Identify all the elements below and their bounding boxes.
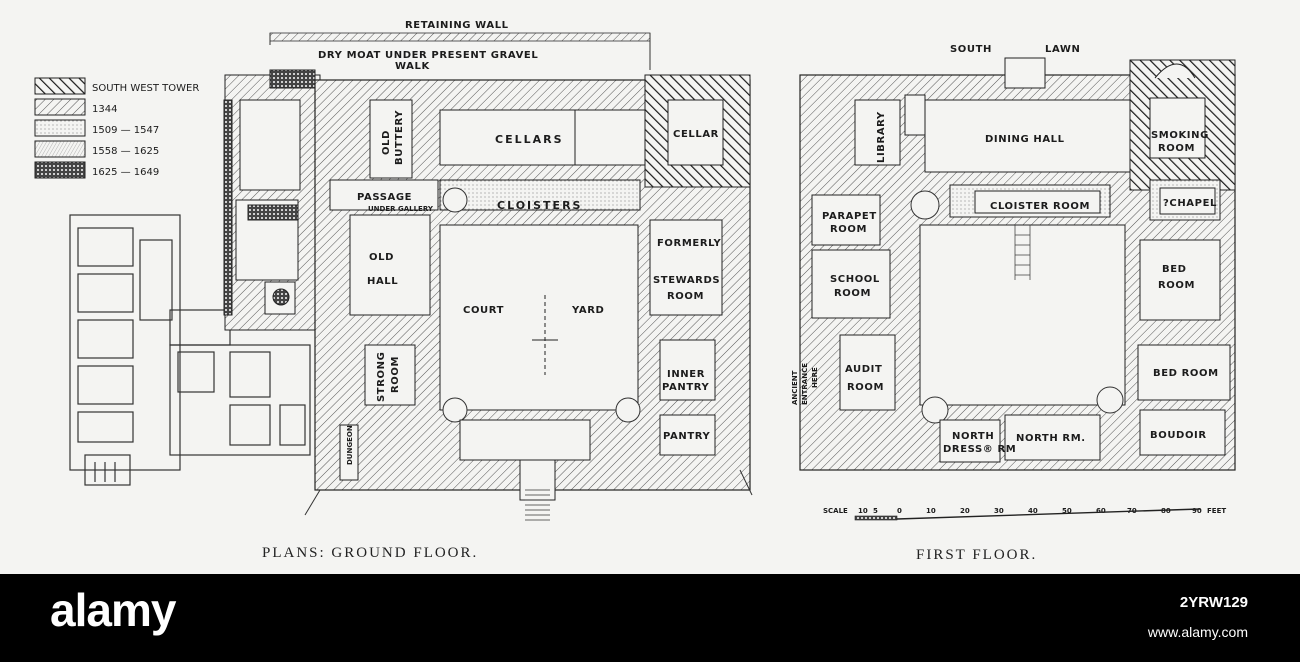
scale-tick-10: 10 [926,507,936,515]
room-label-audit-2: ROOM [847,382,884,393]
room-label-formerly-3: ROOM [667,291,704,302]
room-label-bed-2: ROOM [1158,280,1195,291]
room-label-smoking-2: ROOM [1158,143,1195,154]
scale-tick-40: 40 [1028,507,1038,515]
room-label-inner-pantry-1: INNER [667,369,705,380]
room-label-school-1: SCHOOL [830,274,880,285]
scale-unit: FEET [1207,507,1226,515]
room-label-ancient-1: ANCIENT [791,370,799,405]
watermark-banner [0,574,1300,662]
first-floor-court [919,224,1126,406]
room-label-passage-2: UNDER GALLERY [368,205,434,213]
room-label-dungeon: DUNGEON [346,425,354,465]
room-label-north-dress-1: NORTH [952,431,994,442]
room-label-cellars: CELLARS [495,133,564,146]
scale-tick-0: 0 [897,507,902,515]
room-label-cloisters: CLOISTERS [497,199,582,212]
court-yard [439,224,639,411]
floor-plan-drawing: SOUTH WEST TOWER 1344 1509 — 1547 1558 —… [34,20,1236,563]
room-label-formerly-2: STEWARDS [653,275,720,286]
first-floor-plan: SOUTH LAWN [791,44,1236,563]
scale-tick-5: 5 [873,507,878,515]
room-label-smoking-1: SMOKING [1151,130,1209,141]
scale-tick-30: 30 [994,507,1004,515]
ground-floor-plan: RETAINING WALL DRY MOAT UNDER PRESENT GR… [69,20,753,561]
room-label-bed-1: BED [1162,264,1187,275]
room-label-chapel: ?CHAPEL [1163,198,1217,209]
room-label-yard: YARD [571,305,604,316]
room-label-old-buttery-1: OLD [381,130,392,155]
room-label-bed-room: BED ROOM [1153,368,1219,379]
legend-swatch-1625-1649 [34,161,86,179]
room-label-old-buttery-2: BUTTERY [394,110,405,165]
room-label-north-rm: NORTH RM. [1016,433,1086,444]
floor-plan-plate: SOUTH WEST TOWER 1344 1509 — 1547 1558 —… [0,0,1300,574]
scale-tick-20: 20 [960,507,970,515]
room-label-court: COURT [463,305,504,316]
scale-bar: SCALE 10 5 0 10 20 30 40 50 60 70 80 90 … [823,507,1226,521]
moat-label-line2: WALK [395,61,430,72]
legend-swatch-1344 [34,98,86,116]
room-label-ancient-3: HERE [811,367,819,388]
legend-label-1344: 1344 [92,104,117,115]
retaining-wall-label: RETAINING WALL [405,20,509,31]
retaining-wall [269,32,651,42]
first-floor-caption: FIRST FLOOR. [916,547,1037,563]
legend-swatch-1558-1625 [34,140,86,158]
scale-tick-50: 50 [1062,507,1072,515]
alamy-logo: alamy [50,584,176,636]
room-label-old-hall-2: HALL [367,276,398,287]
room-label-formerly-1: FORMERLY [657,238,722,249]
scale-tick-80: 80 [1161,507,1171,515]
watermark-url: www.alamy.com [1147,624,1248,640]
moat-label-line1: DRY MOAT UNDER PRESENT GRAVEL [318,50,538,61]
ground-floor-caption: PLANS: GROUND FLOOR. [262,545,478,561]
legend-swatch-1509-1547 [34,119,86,137]
room-label-library: LIBRARY [876,111,887,163]
lawn-label: LAWN [1045,44,1080,55]
legend-swatch-south-west-tower [34,77,86,95]
room-label-old-hall-1: OLD [369,252,394,263]
room-label-ancient-2: ENTRANCE [801,363,809,405]
room-label-parapet-1: PARAPET [822,211,877,222]
room-label-north-dress-2: DRESS® RM [943,444,1016,455]
scale-tick-10a: 10 [858,507,868,515]
legend-label-south-west-tower: SOUTH WEST TOWER [92,83,199,94]
scale-tick-60: 60 [1096,507,1106,515]
room-label-cloister-room: CLOISTER ROOM [990,201,1090,212]
room-label-audit-1: AUDIT [845,364,882,375]
room-label-inner-pantry-2: PANTRY [662,382,709,393]
scale-label: SCALE [823,507,848,515]
room-label-dining-hall: DINING HALL [985,134,1065,145]
south-label: SOUTH [950,44,992,55]
room-label-school-2: ROOM [834,288,871,299]
room-label-passage-1: PASSAGE [357,192,412,203]
legend-label-1558-1625: 1558 — 1625 [92,146,159,157]
room-label-pantry: PANTRY [663,431,710,442]
scale-tick-90: 90 [1192,507,1202,515]
room-label-strong-1: STRONG [376,352,387,402]
image-id: 2YRW129 [1179,594,1248,611]
room-label-parapet-2: ROOM [830,224,867,235]
legend: SOUTH WEST TOWER 1344 1509 — 1547 1558 —… [34,77,199,179]
room-label-strong-2: ROOM [390,356,401,393]
room-label-boudoir: BOUDOIR [1150,430,1207,441]
legend-label-1509-1547: 1509 — 1547 [92,125,159,136]
room-label-cellar: CELLAR [673,129,719,140]
legend-label-1625-1649: 1625 — 1649 [92,167,159,178]
